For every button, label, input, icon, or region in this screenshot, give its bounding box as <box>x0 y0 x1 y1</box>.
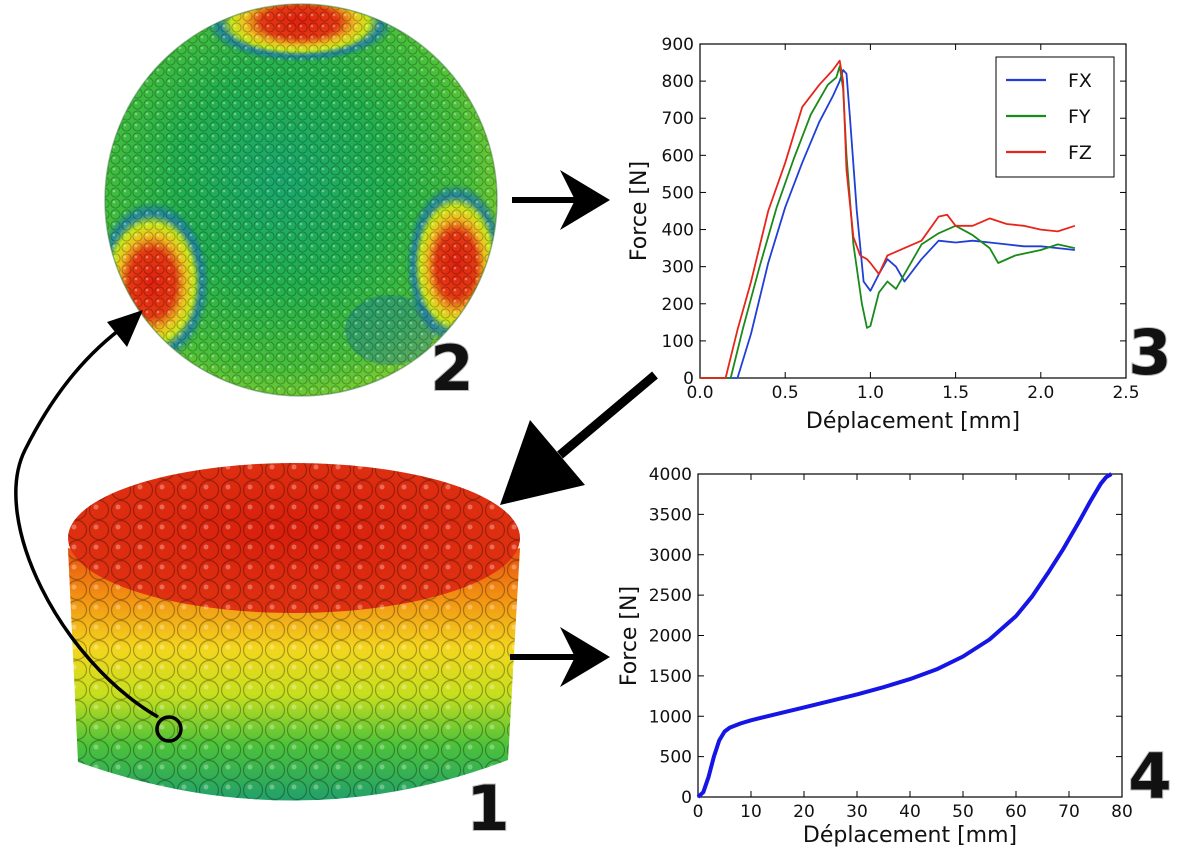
y-tick-label: 0 <box>683 369 694 389</box>
y-tick-label: 600 <box>662 146 694 166</box>
x-tick-label: 70 <box>1058 802 1080 822</box>
x-ticks: 0.0 0.5 1.0 1.5 2.0 2.5 <box>686 44 1140 403</box>
y-tick-label: 4000 <box>649 465 692 485</box>
y-tick-label: 500 <box>660 748 692 768</box>
plot-area <box>697 473 1123 798</box>
y-tick-label: 2500 <box>649 586 692 606</box>
x-tick-label: 0 <box>693 802 704 822</box>
y-tick-label: 2000 <box>649 627 692 647</box>
panel-number-1: 1 <box>466 772 509 845</box>
x-tick-label: 20 <box>793 802 815 822</box>
x-tick-label: 50 <box>952 802 974 822</box>
y-tick-label: 3000 <box>649 546 692 566</box>
legend: FX FY FZ <box>995 56 1115 178</box>
sphere-particle-model <box>104 3 498 397</box>
y-tick-label: 1000 <box>649 707 692 727</box>
y-tick-label: 0 <box>681 788 692 808</box>
x-tick-label: 0.5 <box>772 383 799 403</box>
y-tick-label: 300 <box>662 258 694 278</box>
x-tick-label: 2.0 <box>1027 383 1054 403</box>
x-ticks: 0 10 20 30 40 50 60 70 80 <box>693 474 1133 822</box>
panel-number-4: 4 <box>1128 740 1171 813</box>
y-tick-label: 200 <box>662 295 694 315</box>
x-tick-label: 1.0 <box>857 383 884 403</box>
y-tick-label: 500 <box>662 183 694 203</box>
arrow-1-to-2 <box>14 320 159 719</box>
y-tick-label: 800 <box>662 72 694 92</box>
series-line-compression <box>696 472 1113 799</box>
y-ticks: 0 500 1000 1500 2000 2500 3000 3500 4000 <box>649 465 1122 808</box>
y-tick-label: 700 <box>662 109 694 129</box>
series-line-fx <box>700 69 1075 379</box>
x-tick-label: 10 <box>740 802 762 822</box>
arrow-3-to-1 <box>557 371 658 459</box>
legend-label-fz: FZ <box>1068 142 1092 164</box>
chart-force-displacement-compression: 0 10 20 30 40 50 60 70 80 0 500 1000 1500 2000 2500 30… <box>617 465 1133 848</box>
x-tick-label: 1.5 <box>942 383 969 403</box>
y-axis-label: Force [N] <box>627 161 652 261</box>
x-tick-label: 0.0 <box>686 383 713 403</box>
legend-label-fy: FY <box>1068 106 1091 128</box>
y-tick-label: 1500 <box>649 667 692 687</box>
y-tick-label: 400 <box>662 221 694 241</box>
chart-force-displacement-fxyz: 0.0 0.5 1.0 1.5 2.0 2.5 0 100 200 300 400 500 600 70… <box>627 35 1140 434</box>
x-axis-label: Déplacement [mm] <box>803 823 1017 848</box>
panel-number-3: 3 <box>1128 316 1171 389</box>
x-tick-label: 2.5 <box>1112 383 1139 403</box>
series-line-fz <box>700 59 1076 379</box>
y-tick-label: 100 <box>662 332 694 352</box>
series-line-fy <box>700 65 1076 379</box>
x-tick-label: 60 <box>1005 802 1027 822</box>
x-tick-label: 40 <box>899 802 921 822</box>
x-tick-label: 80 <box>1111 802 1133 822</box>
flow-arrows <box>14 170 658 719</box>
legend-label-fx: FX <box>1068 70 1092 92</box>
x-axis-label: Déplacement [mm] <box>806 409 1020 434</box>
y-tick-label: 3500 <box>649 505 692 525</box>
series-lines <box>696 472 1113 799</box>
selected-particle-marker <box>155 715 183 743</box>
series-lines <box>700 59 1076 379</box>
y-ticks: 0 100 200 300 400 500 600 700 800 900 <box>662 35 1126 389</box>
y-axis-label: Force [N] <box>617 586 642 686</box>
y-tick-label: 900 <box>662 35 694 55</box>
cylinder-particle-model <box>68 463 520 801</box>
x-tick-label: 30 <box>846 802 868 822</box>
panel-number-2: 2 <box>430 332 473 405</box>
